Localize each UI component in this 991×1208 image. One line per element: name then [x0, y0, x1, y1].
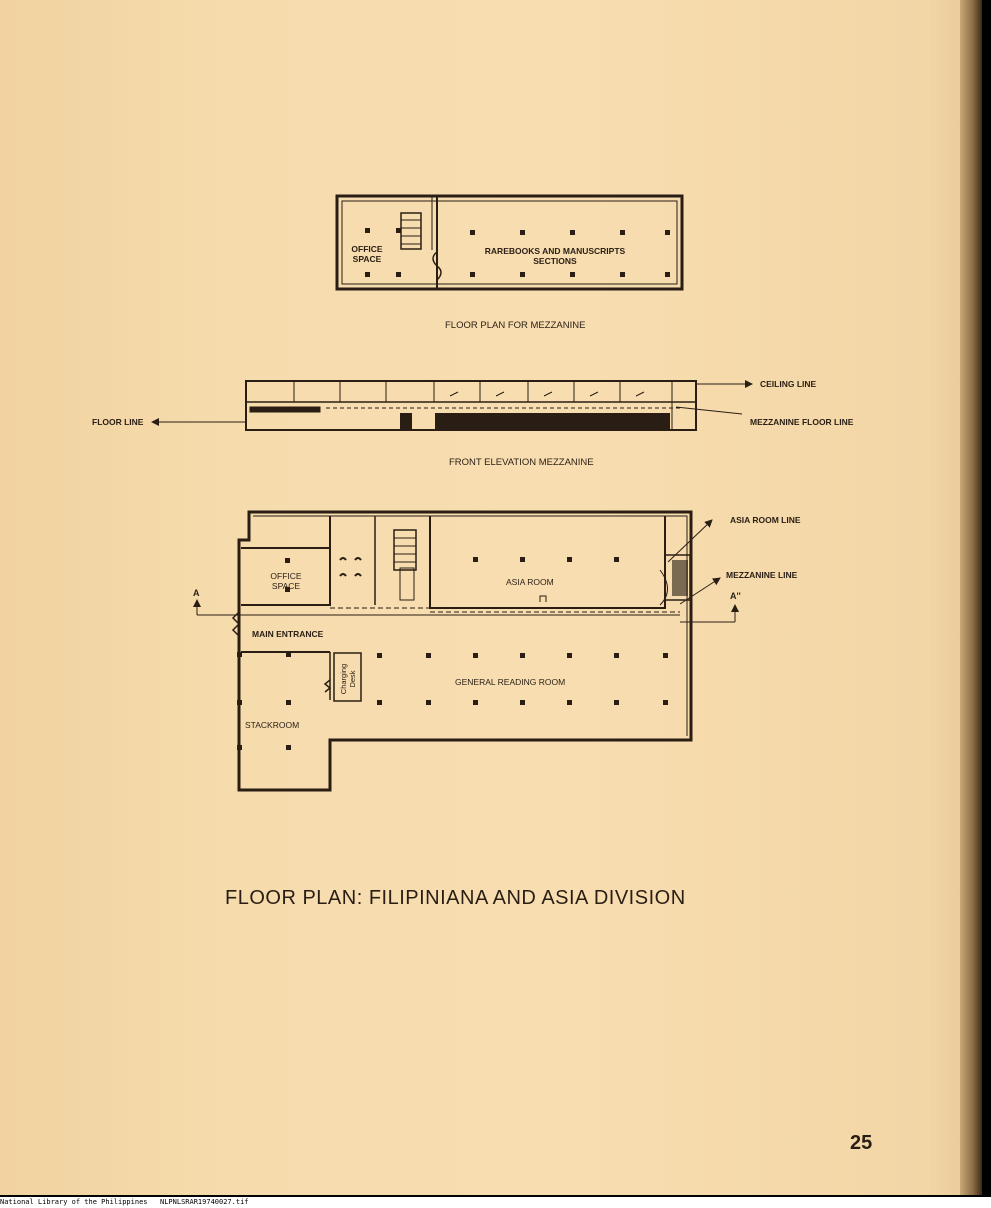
asia-room-line-label: ASIA ROOM LINE [730, 515, 801, 525]
rarebooks-line1: RAREBOOKS AND MANUSCRIPTS [484, 246, 626, 256]
office-line2: SPACE [271, 581, 301, 591]
book-spine [960, 0, 982, 1195]
main-entrance-label: MAIN ENTRANCE [252, 629, 324, 639]
section-marker-right: A'' [730, 591, 741, 601]
stackroom-label: STACKROOM [245, 720, 300, 730]
scan-footer: National Library of the Philippines NLPN… [0, 1197, 991, 1208]
mezzanine-floor-plan [335, 194, 684, 291]
office-space-label: OFFICE SPACE [262, 571, 310, 591]
page-number: 25 [850, 1132, 873, 1154]
elevation-caption: FRONT ELEVATION MEZZANINE [449, 457, 594, 468]
asia-room-label: ASIA ROOM [506, 577, 554, 587]
general-reading-room-label: GENERAL READING ROOM [455, 677, 566, 687]
mezzanine-line-label: MEZZANINE LINE [726, 570, 798, 580]
mezz-office-label: OFFICE SPACE [346, 244, 388, 264]
section-marker-left: A [193, 588, 200, 598]
office-line1: OFFICE [270, 571, 302, 581]
document-page [0, 0, 975, 1195]
ground-floor-plan [193, 510, 739, 792]
mezz-office-line1: OFFICE [351, 244, 383, 254]
front-elevation-mezzanine [151, 380, 753, 431]
footer-source: National Library of the Philippines [0, 1198, 148, 1206]
mezzanine-floor-line-label: MEZZANINE FLOOR LINE [750, 417, 854, 427]
ceiling-line-label: CEILING LINE [760, 379, 817, 389]
rarebooks-label: RAREBOOKS AND MANUSCRIPTS SECTIONS [470, 246, 640, 266]
mezz-office-line2: SPACE [352, 254, 382, 264]
rarebooks-line2: SECTIONS [533, 256, 577, 266]
charging-desk-label: Charging Desk [339, 659, 357, 699]
charging-desk-line1: Charging [339, 663, 348, 695]
footer-file: NLPNLSRAR19740027.tif [160, 1198, 249, 1206]
floor-line-label: FLOOR LINE [92, 417, 144, 427]
charging-desk-line2: Desk [348, 670, 357, 688]
page-title: FLOOR PLAN: FILIPINIANA AND ASIA DIVISIO… [225, 887, 686, 909]
mezzanine-caption: FLOOR PLAN FOR MEZZANINE [445, 320, 586, 331]
